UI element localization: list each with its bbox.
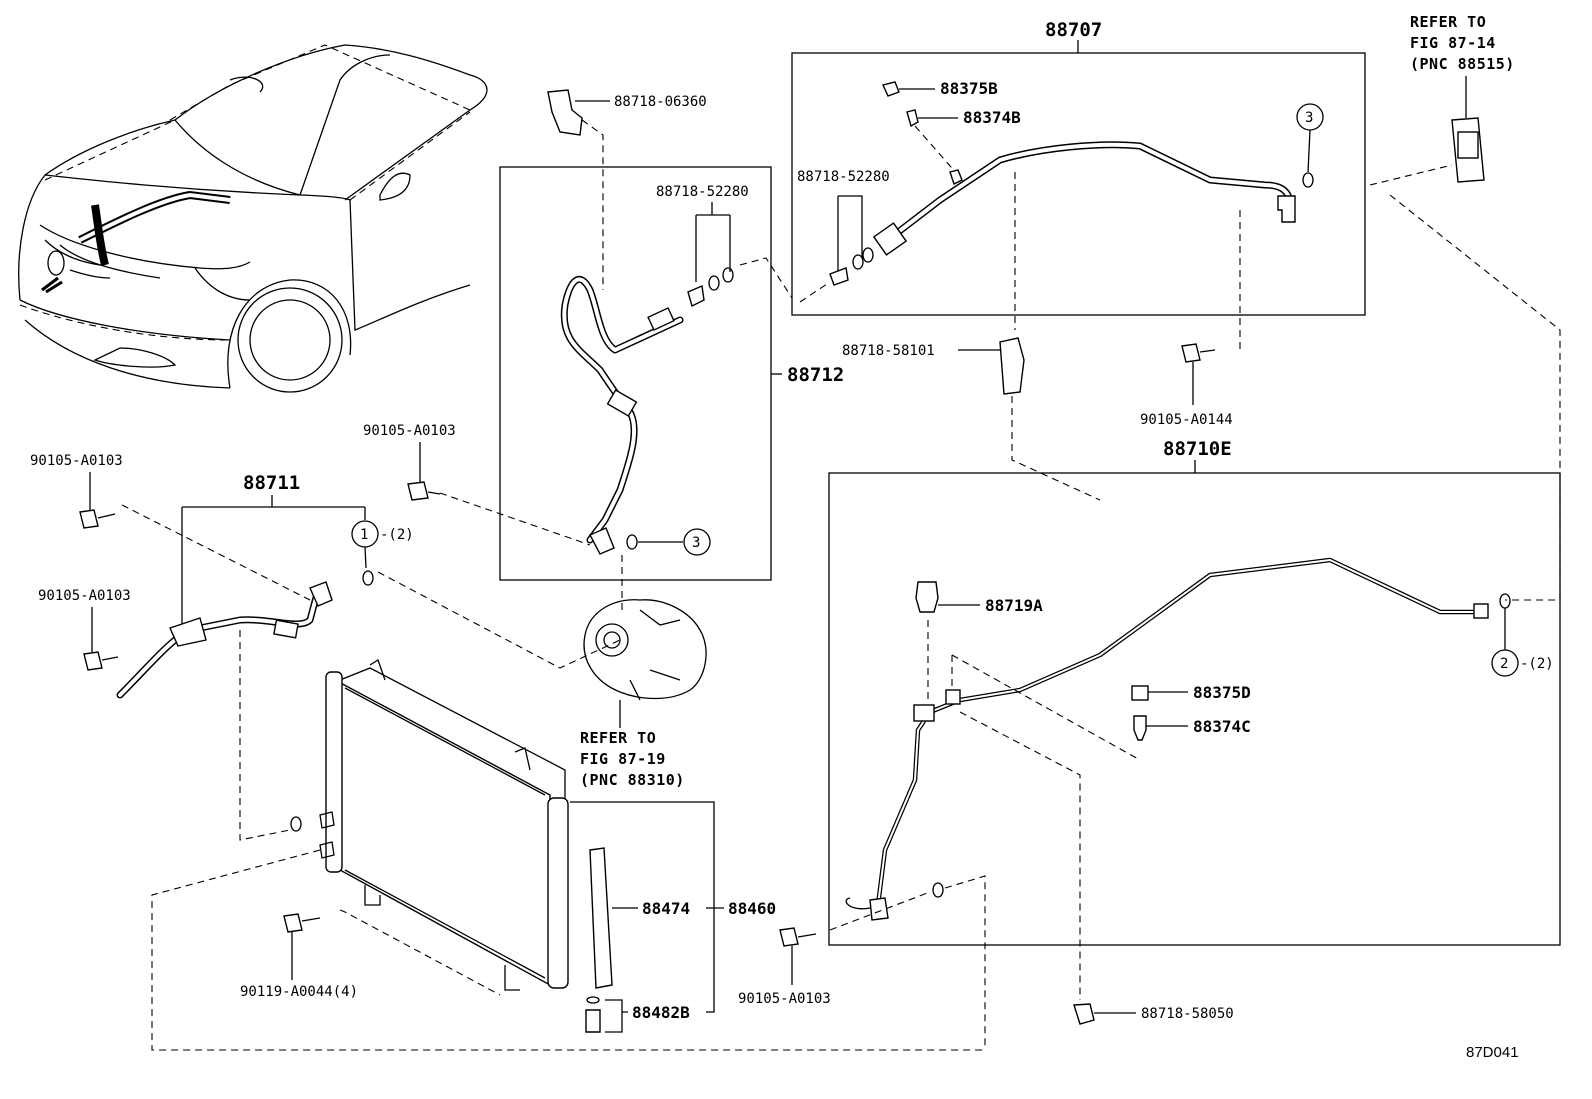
label-88474: 88474	[642, 899, 690, 918]
compressor-reference: REFER TO FIG 87-19 (PNC 88310)	[580, 599, 707, 789]
svg-text:(PNC 88310): (PNC 88310)	[580, 771, 685, 789]
label-qty-callout-2: -(2)	[1520, 656, 1554, 672]
part-90119-A0044: 90119-A0044(4)	[240, 913, 358, 1000]
label-88707: 88707	[1045, 19, 1102, 41]
assembly-88711: 90105-A0103 90105-A0103 88711 1 -(2)	[30, 453, 621, 841]
callout-3-top: 3	[1305, 110, 1313, 126]
label-qty-callout-1: -(2)	[380, 527, 414, 543]
label-88710E: 88710E	[1163, 438, 1232, 460]
condenser-88460: 88460	[151, 659, 985, 1051]
label-88374C: 88374C	[1193, 717, 1251, 736]
label-90105-A0103-c: 90105-A0103	[363, 423, 456, 439]
callout-3-mid: 3	[692, 535, 700, 551]
label-88374B: 88374B	[963, 108, 1021, 127]
assembly-88707: 88707 88375B 88374B 88718-52280 3	[791, 19, 1366, 350]
label-90105-A0144: 90105-A0144	[1140, 412, 1233, 428]
svg-text:FIG 87-19: FIG 87-19	[580, 750, 666, 768]
svg-text:REFER TO: REFER TO	[1410, 13, 1486, 31]
label-88482B: 88482B	[632, 1003, 690, 1022]
svg-text:FIG 87-14: FIG 87-14	[1410, 34, 1496, 52]
label-88718-52280-b: 88718-52280	[797, 169, 890, 185]
label-88719A: 88719A	[985, 596, 1043, 615]
part-90105-A0103-c: 90105-A0103	[363, 423, 456, 501]
part-90105-A0144: 90105-A0144	[1140, 343, 1233, 428]
part-88474: 88474	[589, 847, 690, 989]
svg-text:(PNC 88515): (PNC 88515)	[1410, 55, 1515, 73]
part-88718-58101: 88718-58101	[842, 337, 1101, 501]
label-88711: 88711	[243, 472, 300, 494]
svg-text:REFER TO: REFER TO	[580, 729, 656, 747]
label-88375D: 88375D	[1193, 683, 1251, 702]
label-90119-A0044: 90119-A0044(4)	[240, 984, 358, 1000]
part-88718-06360: 88718-06360	[547, 89, 707, 290]
part-88482B: 88482B	[585, 996, 690, 1033]
label-90105-A0103-d: 90105-A0103	[738, 991, 831, 1007]
label-88718-06360: 88718-06360	[614, 94, 707, 110]
assembly-88712: 88712 88718-52280 3	[439, 166, 844, 610]
assembly-88710E: 88710E 2 -(2) 88719A 88375D 88374C	[828, 438, 1561, 1050]
callout-1: 1	[360, 527, 368, 543]
label-88718-58101: 88718-58101	[842, 343, 935, 359]
label-88375B: 88375B	[940, 79, 998, 98]
callout-2: 2	[1500, 656, 1508, 672]
part-90105-A0103-d: 90105-A0103	[738, 927, 831, 1007]
label-88718-58050: 88718-58050	[1141, 1006, 1234, 1022]
label-88712: 88712	[787, 364, 844, 386]
reference-fig-87-14: REFER TO FIG 87-14 (PNC 88515)	[1369, 13, 1561, 601]
part-88718-58050: 88718-58050	[1073, 1003, 1234, 1025]
label-90105-A0103-a: 90105-A0103	[30, 453, 123, 469]
label-90105-A0103-b: 90105-A0103	[38, 588, 131, 604]
diagram-code: 87D041	[1466, 1044, 1519, 1061]
vehicle-illustration	[18, 44, 488, 393]
label-88718-52280-a: 88718-52280	[656, 184, 749, 200]
label-88460: 88460	[728, 899, 776, 918]
